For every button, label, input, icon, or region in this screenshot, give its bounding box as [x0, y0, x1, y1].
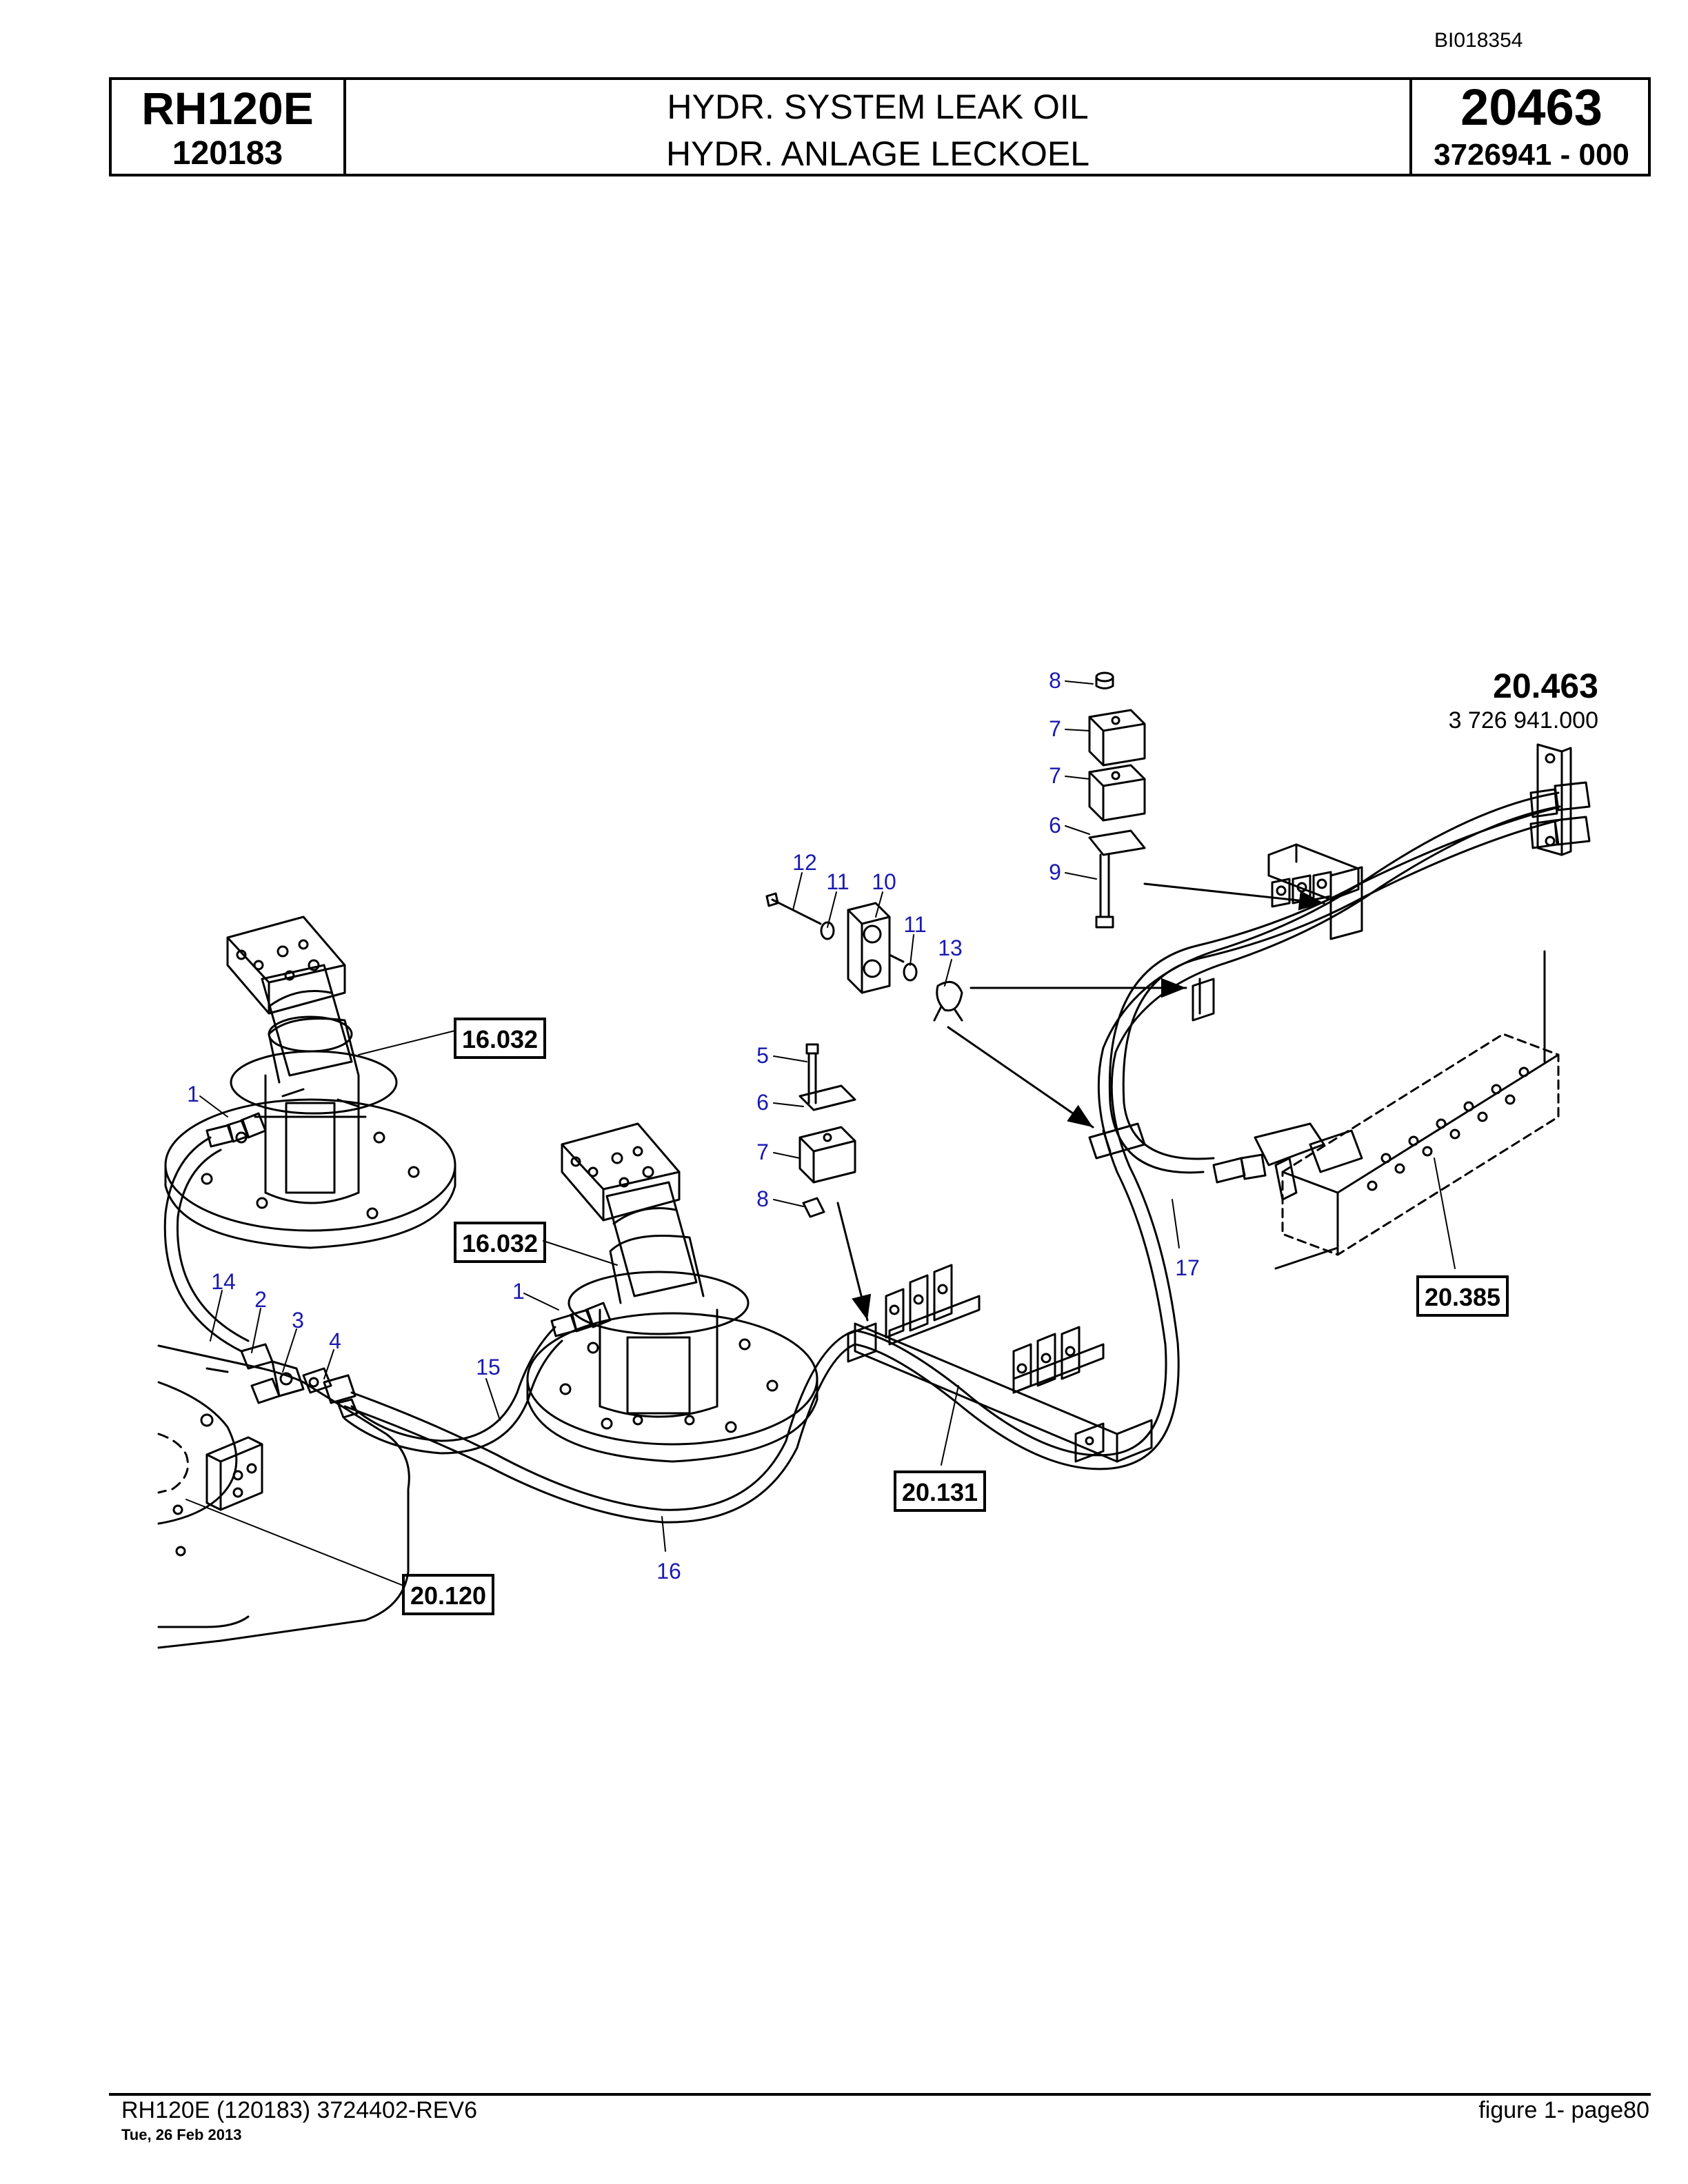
hose-clamps — [1088, 866, 1363, 1160]
exploded-clamp-upper — [1088, 671, 1146, 929]
right-mounting-plate — [1529, 743, 1591, 856]
fitting-center — [550, 1302, 612, 1337]
item-labels: 8 7 7 6 9 12 11 10 11 13 5 6 7 8 1 14 2 … — [187, 668, 1200, 1584]
item-label: 11 — [826, 869, 849, 894]
exploded-clamp-lower — [798, 1043, 856, 1218]
hose-14 — [163, 1136, 250, 1353]
tee-fittings — [240, 1343, 359, 1419]
hose-16 — [343, 1329, 856, 1524]
hose-17 — [1108, 807, 1560, 1174]
ref-box-16032-lower: 16.032 — [454, 1222, 546, 1263]
serial-number: 120183 — [172, 135, 283, 172]
ref-box-label: 16.032 — [462, 1229, 538, 1257]
reference-leaders — [185, 1030, 1456, 1586]
footer-date: Tue, 26 Feb 2013 — [121, 2126, 242, 2143]
ref-box-label: 20.385 — [1425, 1283, 1500, 1311]
ref-box-16032-upper: 16.032 — [454, 1018, 546, 1059]
leader-lines — [199, 680, 1545, 1552]
ref-box-20385: 20.385 — [1416, 1275, 1509, 1317]
item-label: 17 — [1175, 1255, 1200, 1280]
item-label: 5 — [756, 1043, 769, 1068]
item-label: 10 — [872, 869, 896, 894]
swing-motor-left — [164, 916, 456, 1249]
item-label: 6 — [756, 1090, 769, 1115]
group-number: 20463 — [1460, 79, 1602, 136]
item-label: 7 — [756, 1140, 769, 1164]
part-number: 3726941 - 000 — [1434, 138, 1629, 172]
item-label: 1 — [512, 1279, 525, 1304]
ref-box-20120: 20.120 — [402, 1574, 494, 1615]
footer-rule — [109, 2093, 1651, 2096]
footer-page-ref: figure 1- page80 — [1478, 2097, 1649, 2123]
fitting-left — [205, 1112, 267, 1148]
item-label: 6 — [1049, 813, 1061, 838]
item-label: 8 — [756, 1186, 769, 1211]
distribution-block — [1212, 950, 1560, 1270]
group-part-label: 3 726 941.000 — [1449, 707, 1598, 734]
title-english: HYDR. SYSTEM LEAK OIL — [667, 88, 1089, 126]
support-rail — [847, 1264, 1153, 1463]
exploded-clamp-middle — [765, 892, 963, 1022]
item-label: 16 — [656, 1559, 681, 1584]
assembly-arrows — [836, 882, 1325, 1322]
model-cell: RH120E 120183 — [112, 80, 346, 174]
title-cell: HYDR. SYSTEM LEAK OIL HYDR. ANLAGE LECKO… — [346, 80, 1412, 174]
item-label: 7 — [1049, 763, 1061, 788]
item-label: 1 — [187, 1082, 199, 1106]
item-label: 3 — [292, 1308, 304, 1333]
group-label: 20.463 — [1493, 667, 1598, 705]
item-label: 8 — [1049, 668, 1061, 693]
model-name: RH120E — [141, 83, 314, 134]
item-label: 9 — [1049, 860, 1061, 884]
upper-clamp-bracket — [1267, 843, 1360, 908]
swing-motor-center — [526, 1122, 818, 1463]
item-label: 12 — [792, 850, 817, 875]
group-cell: 20463 3726941 - 000 — [1412, 80, 1651, 174]
ref-box-label: 20.120 — [410, 1581, 486, 1610]
item-label: 2 — [254, 1287, 267, 1312]
reference-boxes: 16.032 16.032 20.385 20.131 20.120 — [402, 1018, 1509, 1615]
item-label: 14 — [211, 1269, 236, 1294]
item-label: 15 — [476, 1355, 501, 1379]
ref-box-20131: 20.131 — [894, 1470, 986, 1512]
item-label: 4 — [329, 1328, 341, 1353]
item-label: 11 — [903, 912, 926, 937]
title-german: HYDR. ANLAGE LECKOEL — [665, 134, 1090, 173]
ref-box-label: 16.032 — [462, 1025, 538, 1053]
title-block: RH120E 120183 HYDR. SYSTEM LEAK OIL HYDR… — [109, 77, 1651, 176]
base-plate — [157, 1344, 410, 1649]
ref-box-label: 20.131 — [902, 1478, 978, 1506]
footer-document-ref: RH120E (120183) 3724402-REV6 — [121, 2097, 478, 2123]
document-id: BI018354 — [1434, 29, 1523, 52]
item-label: 13 — [938, 936, 963, 960]
hose-15 — [343, 1326, 563, 1455]
item-label: 7 — [1049, 716, 1061, 741]
hose-long-loop — [854, 791, 1561, 1470]
